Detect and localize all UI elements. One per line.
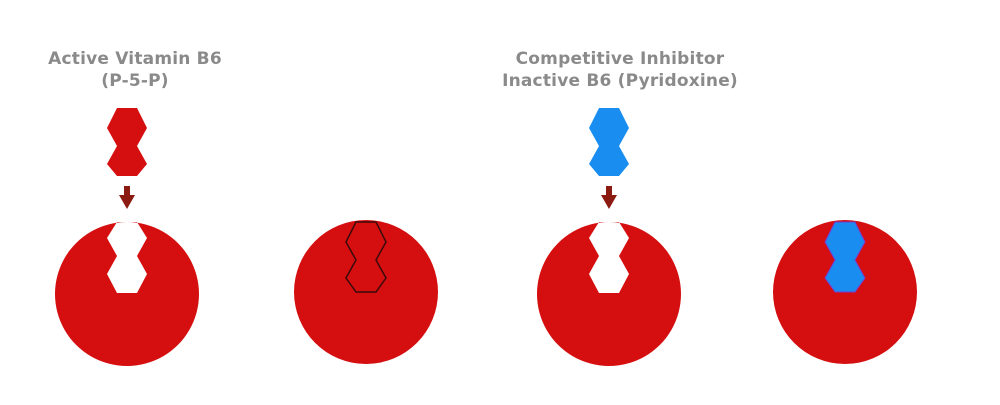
inhibitor-subtitle: Inactive B6 (Pyridoxine): [502, 71, 738, 91]
panel-active-before: [54, 108, 199, 366]
panel-inhibitor-bound: [773, 220, 917, 364]
enzyme-with-pocket: [54, 222, 199, 366]
arrow-down-icon: [601, 186, 617, 209]
panel-inhibitor-before: [536, 108, 681, 366]
inhibitor-molecule: [589, 108, 629, 176]
enzyme-with-pocket: [536, 222, 681, 366]
bound-inhibitor-molecule: [824, 221, 866, 293]
active-vitamin-title: Active Vitamin B6: [48, 49, 222, 69]
inhibitor-title: Competitive Inhibitor: [515, 49, 725, 69]
bound-active-vitamin: [345, 221, 387, 293]
arrow-down-icon: [119, 186, 135, 209]
panel-active-bound: [294, 220, 438, 364]
active-vitamin-subtitle: (P-5-P): [101, 71, 169, 91]
inhibitor-label: Competitive Inhibitor Inactive B6 (Pyrid…: [490, 48, 750, 92]
active-vitamin-molecule: [107, 108, 147, 176]
active-vitamin-label: Active Vitamin B6 (P-5-P): [35, 48, 235, 92]
